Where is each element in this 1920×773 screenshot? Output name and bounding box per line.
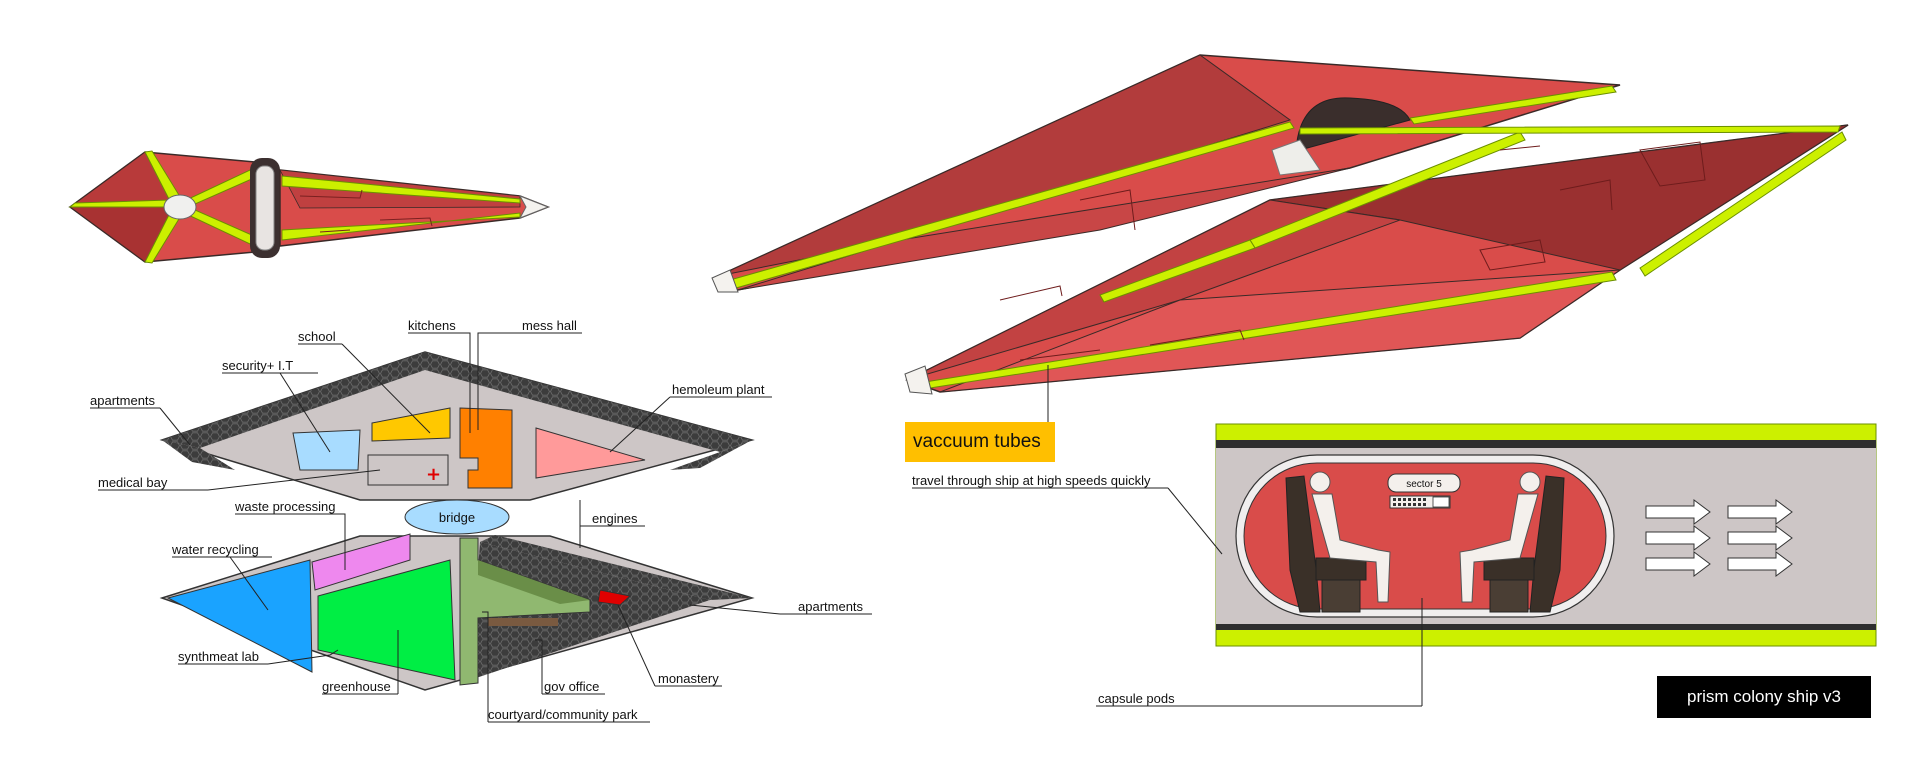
label-gov-office: gov office — [544, 679, 599, 694]
label-hemoleum-plant: hemoleum plant — [672, 382, 765, 397]
ship-perspective-view — [711, 54, 1849, 395]
sector-label: sector 5 — [1406, 479, 1442, 490]
right-seat-figure — [1459, 471, 1565, 613]
vacuum-tubes-callout: vaccuum tubes — [905, 422, 1055, 462]
deck-cross-section: + — [159, 351, 755, 691]
label-mess-hall: mess hall — [522, 318, 577, 333]
label-kitchens: kitchens — [408, 318, 456, 333]
vacuum-tube-cutaway: sector 5 — [1215, 423, 1877, 647]
label-synthmeat-lab: synthmeat lab — [178, 649, 259, 664]
motion-arrows-icon — [1645, 499, 1793, 577]
label-school: school — [298, 329, 336, 344]
label-capsule-pods: capsule pods — [1098, 691, 1175, 706]
label-security-it: security+ I.T — [222, 358, 293, 373]
left-seat-figure — [1285, 471, 1391, 613]
label-bridge: bridge — [439, 510, 475, 525]
ship-top-view — [68, 150, 551, 264]
label-apartments-top: apartments — [90, 393, 156, 408]
cross-section-leaders — [90, 332, 872, 723]
label-apartments-bottom: apartments — [798, 599, 864, 614]
svg-text:+: + — [426, 464, 441, 485]
cross-section-labels: school security+ I.T apartments kitchens… — [90, 318, 864, 722]
travel-note: travel through ship at high speeds quick… — [912, 473, 1151, 488]
vacuum-tubes-label: vaccuum tubes — [913, 431, 1041, 452]
sheet-title: prism colony ship v3 — [1657, 676, 1871, 718]
sheet-title-text: prism colony ship v3 — [1686, 687, 1841, 706]
label-greenhouse: greenhouse — [322, 679, 391, 694]
tube-leaders — [912, 365, 1423, 707]
label-courtyard: courtyard/community park — [488, 707, 638, 722]
label-medical-bay: medical bay — [98, 475, 168, 490]
label-monastery: monastery — [658, 671, 719, 686]
label-water-recycling: water recycling — [171, 542, 259, 557]
label-waste-processing: waste processing — [234, 499, 335, 514]
label-engines: engines — [592, 511, 638, 526]
